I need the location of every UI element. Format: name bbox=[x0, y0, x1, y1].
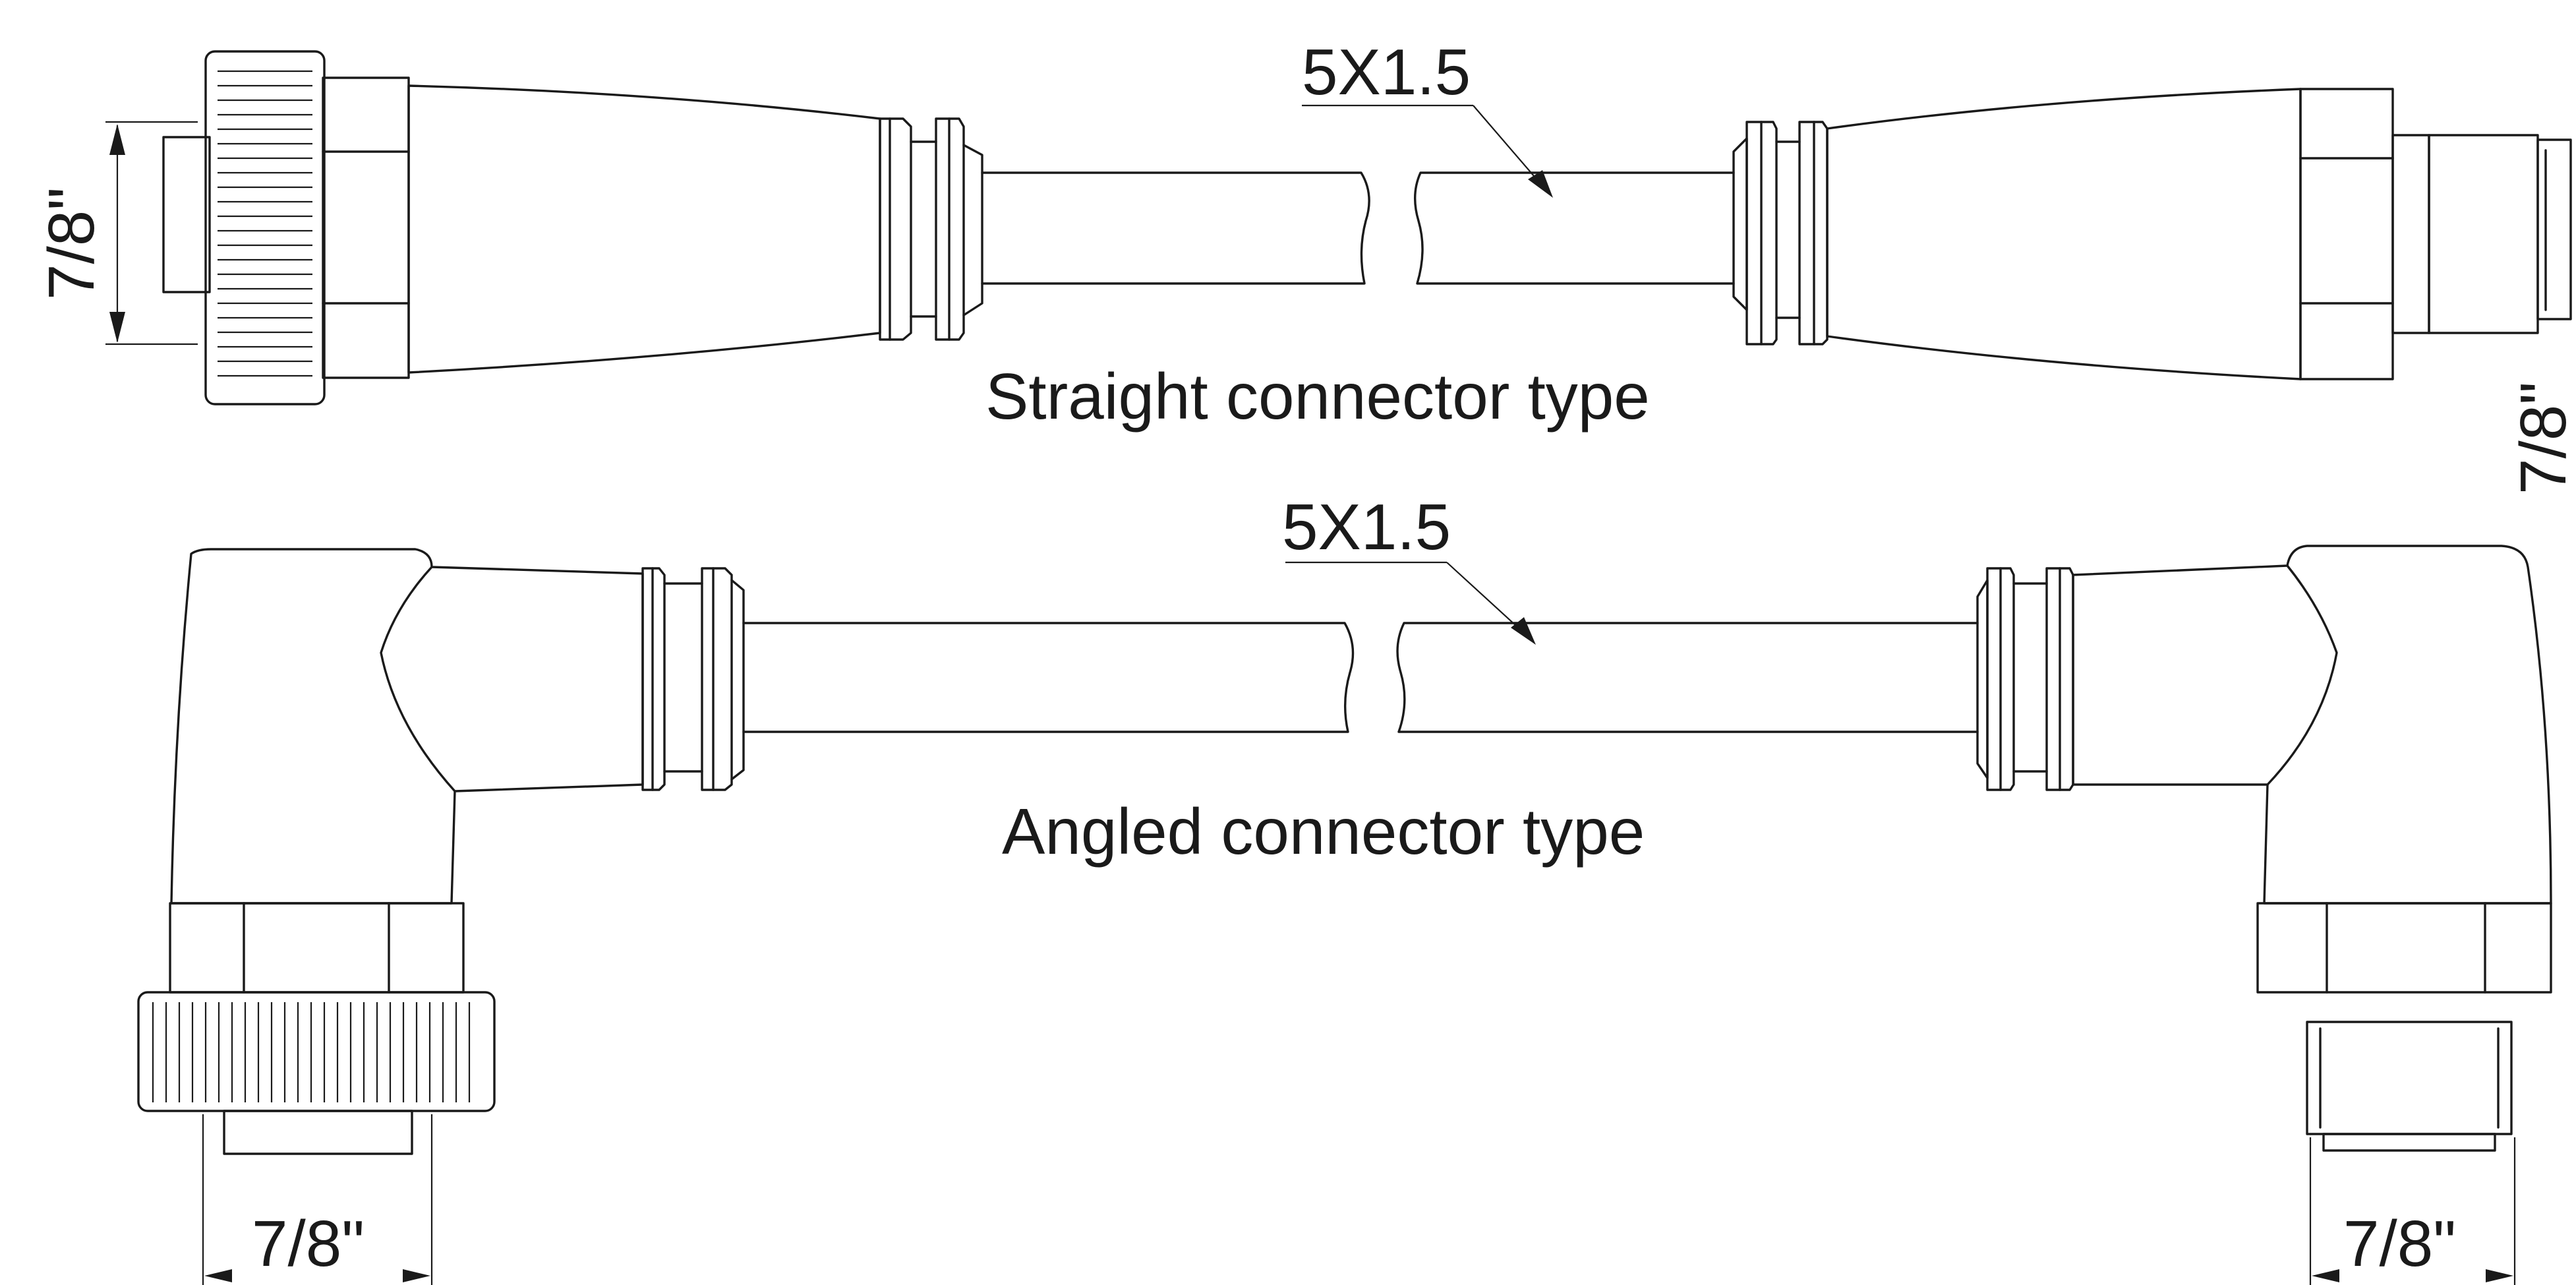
knurl-ridges bbox=[152, 70, 471, 1102]
straight-right-rings bbox=[1732, 121, 1829, 345]
straight-right-hex-nut bbox=[2299, 88, 2572, 380]
angled-left-dimension-label: 7/8" bbox=[252, 1207, 365, 1280]
straight-left-body bbox=[407, 84, 881, 374]
straight-caption: Straight connector type bbox=[985, 360, 1650, 433]
angled-cable-label-leader bbox=[1285, 561, 1536, 645]
straight-left-coupling-nut bbox=[162, 50, 410, 405]
straight-left-rings bbox=[879, 117, 983, 341]
straight-left-dimension-label: 7/8" bbox=[35, 187, 107, 300]
straight-cable-segment-left bbox=[981, 171, 1370, 285]
angled-right-hex-nut bbox=[2256, 902, 2552, 1152]
angled-right-body bbox=[2072, 545, 2552, 905]
angled-cable-segment-right bbox=[1396, 622, 1979, 733]
angled-left-rings bbox=[641, 567, 745, 791]
angled-cable-label: 5X1.5 bbox=[1282, 491, 1451, 563]
angled-left-dimension bbox=[202, 1114, 433, 1285]
straight-cable-segment-right bbox=[1413, 171, 1735, 285]
angled-right-dimension-label: 7/8" bbox=[2343, 1207, 2456, 1280]
angled-right-rings bbox=[1976, 567, 2074, 791]
straight-cable-label: 5X1.5 bbox=[1302, 36, 1471, 108]
straight-cable-label-leader bbox=[1302, 104, 1553, 198]
angled-right-dimension bbox=[2309, 1137, 2516, 1285]
straight-left-dimension bbox=[105, 121, 198, 345]
angled-caption: Angled connector type bbox=[1002, 795, 1645, 868]
angled-cable-assembly: 5X1.5 7/8" 7/8" Angled connector type bbox=[137, 491, 2552, 1285]
angled-cable-segment-left bbox=[742, 622, 1355, 733]
straight-right-body bbox=[1826, 88, 2302, 380]
straight-right-dimension-label: 7/8" bbox=[2507, 382, 2576, 494]
angled-left-coupling-nut bbox=[137, 902, 496, 1155]
straight-cable-assembly: 5X1.5 7/8" 7/8" Straight connector type bbox=[35, 36, 2576, 494]
